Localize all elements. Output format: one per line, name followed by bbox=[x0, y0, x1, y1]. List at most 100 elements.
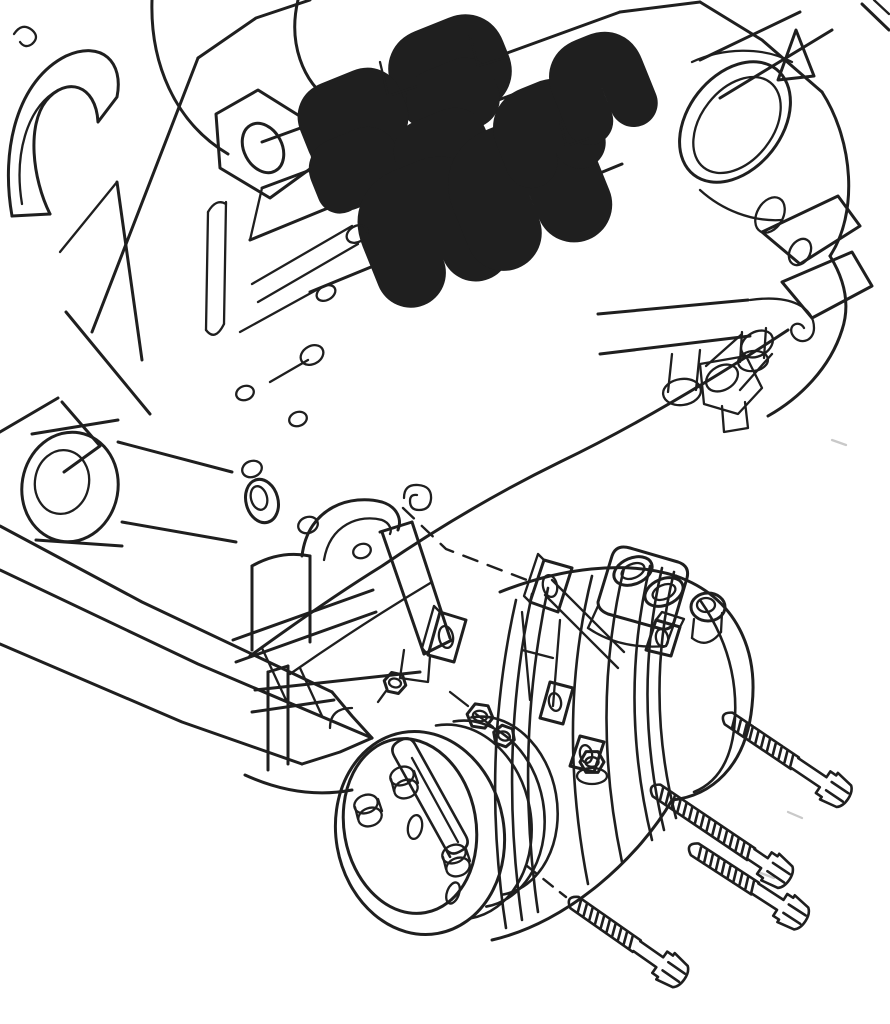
paper-marks bbox=[756, 438, 848, 880]
refrigerant-manifold-line-4 bbox=[612, 555, 654, 587]
compressor-mounting-bracket-line-10 bbox=[410, 520, 452, 640]
refrigerant-manifold-line-5 bbox=[620, 561, 646, 581]
oil-pan-rails bbox=[0, 396, 374, 795]
bolt-2 bbox=[649, 783, 795, 890]
engine-center-details-line-5 bbox=[256, 242, 360, 304]
bell-housing-line-13 bbox=[698, 188, 784, 222]
compressor-mounting-ears-line-15 bbox=[520, 648, 555, 660]
compressor-mounting-ears-line-9 bbox=[538, 680, 575, 726]
bell-housing-line-0 bbox=[618, 0, 702, 14]
leader-lines-line-1 bbox=[525, 864, 568, 899]
water-pump-boss-line-5 bbox=[120, 520, 238, 544]
water-pump-boss-line-7 bbox=[249, 485, 269, 511]
engine-top-left-bracket-line-0 bbox=[6, 49, 120, 218]
compressor-mounting-bracket-line-15 bbox=[402, 483, 433, 512]
right-side-brackets-line-9 bbox=[666, 352, 674, 394]
compressor-mounting-bracket bbox=[231, 483, 454, 772]
engine-center-details-line-6 bbox=[345, 224, 369, 244]
compressor-mounting-ears-line-0 bbox=[426, 610, 468, 664]
engine-center-details-line-9 bbox=[268, 358, 310, 384]
bell-housing-line-5 bbox=[820, 90, 851, 258]
engine-lower-edge bbox=[248, 328, 790, 676]
right-side-brackets-line-8 bbox=[748, 297, 816, 343]
compressor-mounting-bracket-line-3 bbox=[250, 698, 336, 714]
compressor-clutch-pulley-line-6 bbox=[410, 756, 460, 844]
engine-center-details-line-2 bbox=[206, 201, 228, 214]
compressor-clutch-pulley bbox=[333, 715, 559, 937]
paper-marks-line-2 bbox=[830, 438, 848, 447]
engine-center-details-line-15 bbox=[352, 542, 372, 560]
compressor-clutch-pulley-line-1 bbox=[341, 737, 479, 915]
compressor-mounting-ears-hex-face-20 bbox=[584, 756, 600, 768]
engine-center-details-line-0 bbox=[204, 210, 210, 332]
compressor-mounting-bracket-line-8 bbox=[322, 517, 392, 562]
engine-top-left-bracket-line-2 bbox=[18, 88, 60, 206]
compressor-mounting-ears-line-20 bbox=[578, 750, 606, 774]
compressor-mounting-ears-line-3 bbox=[528, 558, 574, 614]
compressor-mounting-ears bbox=[420, 552, 686, 786]
engine-top-left-bracket-line-1 bbox=[10, 212, 52, 218]
compressor-mounting-bracket-line-9 bbox=[380, 530, 426, 656]
compressor-mounting-bracket-line-2 bbox=[253, 670, 422, 692]
oil-pan-rails-line-0 bbox=[0, 396, 60, 434]
compressor-clutch-pulley-line-18 bbox=[464, 847, 472, 863]
engine-center-details-line-8 bbox=[315, 283, 337, 303]
compressor-mounting-ears-line-2 bbox=[420, 604, 442, 657]
bolt-3 bbox=[687, 842, 811, 931]
compressor-clutch-pulley-line-0 bbox=[333, 729, 507, 937]
compressor-clutch-pulley-line-9 bbox=[353, 805, 360, 821]
cylinder-head-ports-line-15 bbox=[468, 34, 506, 68]
refrigerant-manifold-line-11 bbox=[719, 611, 724, 634]
leader-lines-line-0 bbox=[401, 506, 534, 584]
water-pump-boss bbox=[20, 418, 280, 548]
paper-marks-line-0 bbox=[786, 810, 804, 820]
water-pump-boss-line-0 bbox=[20, 430, 120, 544]
engine-center-details-line-18 bbox=[250, 552, 312, 568]
paper-marks-line-1 bbox=[756, 870, 776, 880]
compressor-mounting-ears-line-1 bbox=[437, 624, 455, 650]
engine-center-details-line-14 bbox=[297, 515, 319, 535]
oil-pan-rails-line-3 bbox=[0, 568, 374, 740]
compressor-mounting-ears-hex-face-16 bbox=[471, 709, 489, 723]
bell-housing-line-10 bbox=[754, 196, 786, 234]
bell-housing-line-2 bbox=[698, 10, 802, 62]
compressor-mounting-bracket-line-17 bbox=[376, 689, 388, 704]
right-side-brackets-line-16 bbox=[720, 400, 750, 434]
engine-top-left-bracket-line-4 bbox=[150, 0, 230, 156]
refrigerant-manifold-line-3 bbox=[586, 626, 668, 648]
refrigerant-manifold-line-0 bbox=[596, 545, 690, 631]
refrigerant-manifold-line-7 bbox=[651, 582, 677, 602]
refrigerant-manifold bbox=[543, 545, 727, 670]
right-side-brackets-line-5 bbox=[739, 329, 775, 359]
right-side-brackets-line-3 bbox=[738, 352, 774, 392]
right-side-brackets-line-2 bbox=[704, 332, 744, 368]
cylinder-head-ports-line-13 bbox=[549, 31, 658, 145]
compressor-body-line-1 bbox=[670, 574, 755, 802]
compressor-mounting-ears-line-8 bbox=[654, 610, 686, 629]
refrigerant-manifold-line-10 bbox=[690, 617, 696, 640]
engine-center-details-line-1 bbox=[222, 200, 228, 326]
engine-center-details-line-13 bbox=[241, 459, 263, 479]
bell-housing-line-6 bbox=[828, 254, 848, 332]
compressor-mounting-ears-line-19 bbox=[474, 712, 495, 729]
refrigerant-manifold-line-8 bbox=[689, 591, 727, 623]
compressor-body-line-0 bbox=[498, 566, 678, 594]
engine-center-details-line-11 bbox=[235, 384, 255, 402]
bolt-1 bbox=[721, 711, 853, 809]
right-side-brackets-line-0 bbox=[760, 194, 862, 266]
oil-pan-rails-line-1 bbox=[60, 400, 102, 474]
engine-top-left-bracket-line-7 bbox=[240, 121, 286, 175]
cylinder-head-ports bbox=[248, 10, 658, 308]
oil-pan-rails-line-6 bbox=[300, 736, 374, 766]
compressor-mounting-ears-line-14 bbox=[551, 618, 562, 708]
engine-center-details bbox=[204, 200, 372, 652]
engine-center-details-line-3 bbox=[204, 322, 226, 336]
engine-center-details-line-7 bbox=[238, 286, 322, 334]
cylinder-head-ports-line-8 bbox=[308, 126, 404, 214]
compressor-clutch-pulley-line-5 bbox=[391, 737, 469, 859]
oil-pan-rails-line-8 bbox=[298, 666, 324, 718]
compressor-clutch-pulley-line-16 bbox=[445, 856, 471, 878]
engine-lower-edge-line-1 bbox=[288, 580, 434, 676]
bell-housing bbox=[618, 0, 890, 418]
